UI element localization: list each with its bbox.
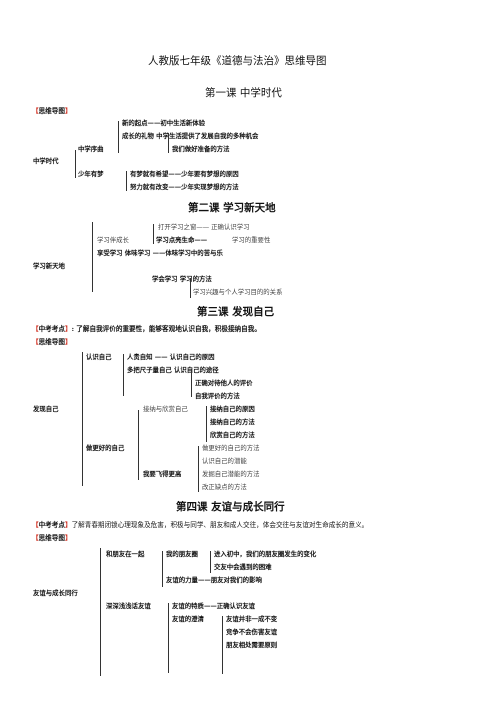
exam-text: 了解青春期闭锁心理现象及危害，积极与同学、朋友和成人交往，体会交往与友谊对生命成…	[71, 521, 369, 529]
l3-b1: 接纳与欣赏自己	[143, 405, 188, 413]
l1-a2: 成长的礼物 中学生活提供了发展自我的多种机会	[122, 132, 259, 140]
brace-line	[210, 551, 211, 573]
brace-line	[123, 354, 124, 396]
l3-a2: 多把尺子量自己 认识自己的途径	[127, 366, 219, 374]
bracket-open: 【	[32, 521, 39, 529]
l3-root: 发现自己	[33, 405, 59, 413]
bracket-close: 】	[64, 521, 72, 529]
l4-b2: 友谊的澄清	[172, 615, 204, 623]
brace-line	[138, 410, 139, 480]
brace-line	[82, 352, 83, 486]
l2-r2c: 学习的重要性	[232, 236, 271, 244]
exam-label: 中考考点	[38, 325, 65, 333]
lesson3-exam-line: 【中考考点】: 了解自我评价的重要性，能够客观地认识自我，积极接纳自我。	[32, 326, 261, 333]
l2-r2a: 学习伴成长	[97, 236, 129, 244]
brace-line	[190, 278, 191, 298]
lesson4-heading: 第四课 友谊与成长同行	[176, 501, 285, 513]
l3-b2d: 改正缺点的方法	[202, 483, 247, 491]
brace-line	[162, 551, 163, 587]
l4-a1: 我的朋友圈	[166, 550, 198, 558]
document-title: 人教版七年级《道德与法治》思维导图	[148, 55, 327, 67]
lesson1-heading: 第一课 中学时代	[205, 87, 282, 99]
l4-b2c: 朋友相处需要原则	[226, 641, 278, 649]
exam-text: : 了解自我评价的重要性，能够客观地认识自我，积极接纳自我。	[71, 325, 261, 333]
brace-line	[206, 406, 207, 442]
brace-line	[92, 222, 93, 292]
bracket-close: 】	[64, 338, 72, 346]
bracket-open: 【	[32, 338, 39, 346]
l3-b1c: 欣赏自己的方法	[210, 431, 255, 439]
l1-branch-b: 少年有梦	[78, 170, 104, 178]
l3-a4: 自我评价的方法	[195, 392, 240, 400]
l2-r4: 学会学习 学习的方法	[152, 275, 212, 283]
l4-b2b: 竞争不会伤害友谊	[226, 628, 278, 636]
bracket-open: 【	[32, 325, 39, 333]
l1-a3: 我们做好准备的方法	[172, 145, 230, 153]
tag-label: 思维导图	[38, 338, 65, 346]
lesson2-heading: 第二课 学习新天地	[188, 202, 276, 214]
l3-b2a: 做更好的自己的方法	[202, 444, 260, 452]
bracket-open: 【	[32, 534, 39, 542]
l4-branch-a: 和朋友在一起	[106, 550, 145, 558]
l1-root: 中学时代	[33, 157, 59, 165]
l1-a1: 新的起点——初中生活新体验	[122, 119, 206, 127]
l2-r1: 打开学习之窗—— 正确认识学习	[158, 223, 250, 231]
tag-label: 思维导图	[38, 107, 65, 115]
brace-line	[126, 171, 127, 191]
l2-r5: 学习兴趣与个人学习目的的关系	[193, 288, 283, 296]
l3-branch-b: 做更好的自己	[86, 444, 125, 452]
l3-branch-a: 认识自己	[86, 353, 112, 361]
bracket-close: 】	[64, 325, 72, 333]
brace-line	[168, 133, 169, 153]
l2-r2b: 学习点亮生命——	[156, 236, 208, 244]
l3-b1b: 接纳自己的方法	[210, 418, 255, 426]
exam-label: 中考考点	[38, 521, 65, 529]
l3-b2c: 发掘自己潜能的方法	[202, 470, 260, 478]
lesson4-mindmap-tag: 【思维导图】	[32, 535, 72, 542]
l3-a1: 人贵自知 —— 认识自己的原因	[127, 353, 215, 361]
lesson4-exam-line: 【中考考点】了解青春期闭锁心理现象及危害，积极与同学、朋友和成人交往，体会交往与…	[32, 522, 368, 529]
l4-a1b: 交友中会遇到的困难	[214, 563, 272, 571]
brace-line	[118, 121, 119, 153]
bracket-open: 【	[32, 107, 39, 115]
l4-b2a: 友谊并非一成不变	[226, 615, 278, 623]
lesson3-heading: 第三课 发现自己	[197, 306, 275, 318]
l4-a1a: 进入初中，我们的朋友圈发生的变化	[214, 550, 317, 558]
l2-r3: 享受学习 体味学习 ——体味学习中的苦与乐	[97, 249, 223, 257]
l3-b2b: 认识自己的潜能	[202, 457, 247, 465]
l1-branch-a: 中学序曲	[78, 145, 104, 153]
brace-line	[100, 548, 101, 676]
lesson1-mindmap-tag: 【思维导图】	[32, 108, 72, 115]
l4-b1: 友谊的特质——正确认识友谊	[172, 602, 256, 610]
l3-a3: 正确对待他人的评价	[195, 379, 253, 387]
brace-line	[222, 616, 223, 674]
bracket-close: 】	[64, 107, 72, 115]
l4-a2: 友谊的力量——朋友对我们的影响	[166, 576, 262, 584]
brace-line	[198, 446, 199, 492]
lesson3-mindmap-tag: 【思维导图】	[32, 339, 72, 346]
l4-root: 友谊与成长同行	[33, 589, 78, 597]
l3-b2: 我要飞得更高	[143, 470, 182, 478]
l2-root: 学习新天地	[33, 262, 65, 270]
tag-label: 思维导图	[38, 534, 65, 542]
brace-line	[191, 369, 192, 397]
l1-b2: 努力就有改变——少年实现梦想的方法	[130, 183, 239, 191]
brace-line	[75, 150, 76, 178]
l4-branch-b: 深深浅浅话友谊	[106, 602, 151, 610]
brace-line	[168, 603, 169, 673]
l1-b1: 有梦就有希望——少年要有梦想的原因	[130, 170, 239, 178]
bracket-close: 】	[64, 534, 72, 542]
brace-line	[153, 224, 154, 244]
l3-b1a: 接纳自己的原因	[210, 405, 255, 413]
